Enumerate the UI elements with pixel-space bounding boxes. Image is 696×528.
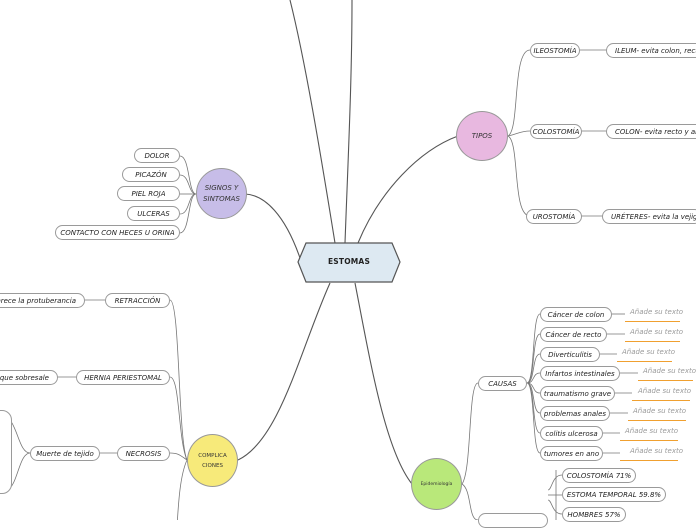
signo-label: ULCERAS (137, 209, 170, 218)
complicacion-hernia-detail[interactable]: to que sobresale (0, 370, 58, 385)
tipos-node[interactable]: TIPOS (456, 111, 508, 161)
tipo-ileostomia-detail[interactable]: ILEUM- evita colon, recto y (606, 43, 696, 58)
causa-label: tumores en ano (543, 449, 600, 458)
placeholder-text[interactable]: Añade su texto (630, 446, 683, 456)
tipo-ileostomia-detail-label: ILEUM- evita colon, recto y (615, 46, 696, 55)
signo-label: PIEL ROJA (131, 189, 166, 198)
signo-label: PICAZÓN (135, 170, 167, 179)
placeholder-label: Añade su texto (638, 387, 692, 395)
placeholder-label: Añade su texto (633, 407, 687, 415)
complicacion-retraccion[interactable]: RETRACCIÓN (105, 293, 170, 308)
placeholder-text[interactable]: Añade su texto (625, 426, 678, 436)
placeholder-underline (617, 361, 672, 362)
placeholder-text[interactable]: Añade su texto (630, 327, 683, 337)
signos-node[interactable]: SIGNOS Y SINTOMAS (196, 168, 247, 219)
complicacion-retraccion-detail-label: aparece la protuberancia (0, 296, 76, 305)
stat-item[interactable]: ESTOMA TEMPORAL 59.8% (562, 487, 666, 502)
placeholder-underline (625, 341, 680, 342)
causa-label: Diverticulitis (548, 350, 592, 359)
placeholder-text[interactable]: Añade su texto (622, 347, 675, 357)
signos-label: SIGNOS Y SINTOMAS (203, 183, 240, 203)
placeholder-text[interactable]: Añade su texto (630, 307, 683, 317)
placeholder-label: Añade su texto (625, 427, 679, 435)
epidemiologia-node[interactable]: Epidemiología (411, 458, 462, 510)
causas-label: CAUSAS (488, 379, 517, 388)
signo-item[interactable]: DOLOR (134, 148, 180, 163)
causa-label: Infartos intestinales (545, 369, 615, 378)
causa-label: problemas anales (543, 409, 607, 418)
tipo-urostomia-detail-label: URÉTERES- evita la vejiga. (611, 212, 696, 221)
causa-item[interactable]: problemas anales (540, 406, 610, 421)
tipo-colostomia-detail-label: COLON- evita recto y ano. (615, 127, 696, 136)
central-node-shape (297, 242, 401, 283)
causa-item[interactable]: Cáncer de recto (540, 327, 607, 342)
tipo-ileostomia[interactable]: ILEOSTOMÍA (530, 43, 580, 58)
signo-item[interactable]: PIEL ROJA (117, 186, 180, 201)
tipo-urostomia-label: UROSTOMÍA (532, 212, 576, 221)
causa-item[interactable]: Infartos intestinales (540, 366, 620, 381)
causa-item[interactable]: colitis ulcerosa (540, 426, 603, 441)
placeholder-label: Añade su texto (643, 367, 696, 375)
epidemiologia-branch[interactable] (478, 513, 548, 528)
complicacion-retraccion-detail[interactable]: aparece la protuberancia (0, 293, 85, 308)
placeholder-text[interactable]: Añade su texto (638, 386, 691, 396)
complicaciones-label: COMPLICA CIONES (198, 452, 227, 469)
complicacion-hernia-label: HERNIA PERIESTOMAL (84, 373, 162, 382)
complicacion-hernia[interactable]: HERNIA PERIESTOMAL (76, 370, 170, 385)
signo-item[interactable]: CONTACTO CON HECES U ORINA (55, 225, 180, 240)
signo-item[interactable]: ULCERAS (127, 206, 180, 221)
placeholder-underline (632, 400, 690, 401)
tipo-colostomia[interactable]: COLOSTOMÍA (530, 124, 582, 139)
tipo-ileostomia-label: ILEOSTOMÍA (533, 46, 577, 55)
tipo-colostomia-label: COLOSTOMÍA (532, 127, 580, 136)
complicaciones-node[interactable]: COMPLICA CIONES (187, 434, 238, 487)
placeholder-label: Añade su texto (630, 447, 684, 455)
complicacion-necrosis-detail[interactable]: Muerte de tejido (30, 446, 100, 461)
placeholder-underline (638, 380, 693, 381)
signo-label: DOLOR (144, 151, 170, 160)
complicacion-necrosis-detail-label: Muerte de tejido (36, 449, 94, 458)
causa-item[interactable]: Diverticulitis (540, 347, 600, 362)
stat-label: ESTOMA TEMPORAL 59.8% (566, 490, 662, 499)
placeholder-underline (620, 460, 678, 461)
placeholder-underline (628, 420, 686, 421)
placeholder-text[interactable]: Añade su texto (633, 406, 686, 416)
tipos-label: TIPOS (471, 132, 493, 140)
placeholder-underline (620, 440, 678, 441)
causa-item[interactable]: traumatismo grave (540, 386, 615, 401)
tipo-urostomia-detail[interactable]: URÉTERES- evita la vejiga. (602, 209, 696, 224)
signo-item[interactable]: PICAZÓN (122, 167, 180, 182)
placeholder-label: Añade su texto (622, 348, 676, 356)
signo-label: CONTACTO CON HECES U ORINA (60, 228, 175, 237)
tipo-colostomia-detail[interactable]: COLON- evita recto y ano. (606, 124, 696, 139)
causa-label: traumatismo grave (543, 389, 612, 398)
complicacion-necrosis-label: NECROSIS (125, 449, 162, 458)
central-node-label[interactable]: ESTOMAS (327, 257, 371, 266)
causas-node[interactable]: CAUSAS (478, 376, 527, 391)
stat-label: HOMBRES 57% (567, 510, 621, 519)
placeholder-label: Añade su texto (630, 328, 684, 336)
placeholder-label: Añade su texto (630, 308, 684, 316)
placeholder-text[interactable]: Añade su texto (643, 366, 696, 376)
complicacion-retraccion-label: RETRACCIÓN (114, 296, 161, 305)
causa-label: colitis ulcerosa (545, 429, 598, 438)
complicacion-hernia-detail-label: to que sobresale (0, 373, 49, 382)
causa-label: Cáncer de recto (545, 330, 602, 339)
causa-label: Cáncer de colon (547, 310, 605, 319)
complicacion-necrosis[interactable]: NECROSIS (117, 446, 170, 461)
stat-item[interactable]: COLOSTOMÍA 71% (562, 468, 636, 483)
causa-item[interactable]: Cáncer de colon (540, 307, 612, 322)
necrosis-subnode[interactable] (0, 410, 12, 494)
stat-label: COLOSTOMÍA 71% (566, 471, 632, 480)
epidemiologia-label: Epidemiología (420, 481, 453, 487)
placeholder-underline (625, 321, 680, 322)
causa-item[interactable]: tumores en ano (540, 446, 603, 461)
tipo-urostomia[interactable]: UROSTOMÍA (526, 209, 582, 224)
